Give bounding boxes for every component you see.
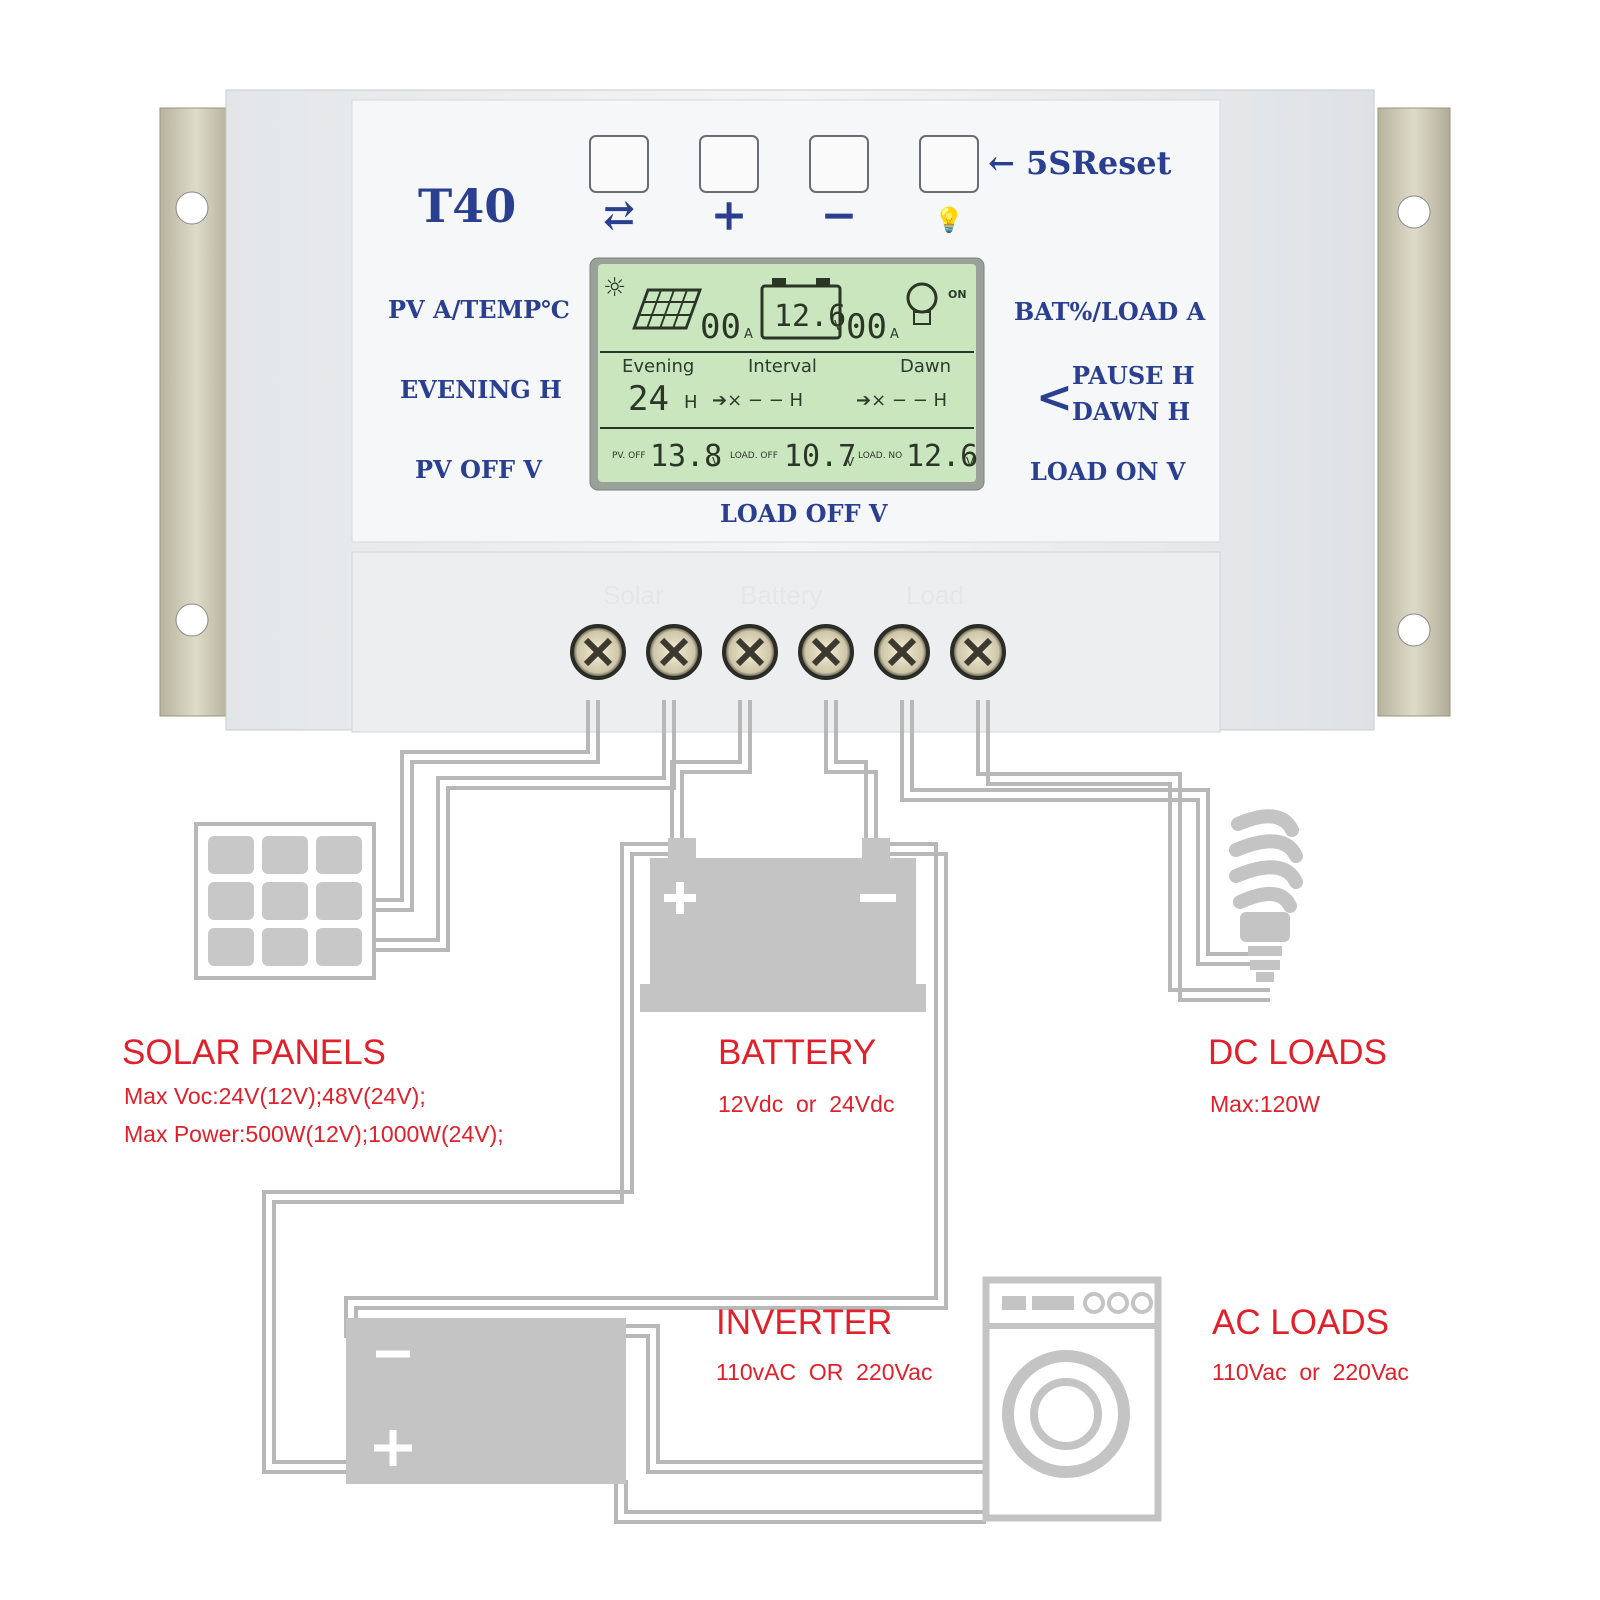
charge-controller: T40 ⇄ + − 💡 ← 5SReset PV A/TEMP℃ EVENING… — [159, 89, 1451, 733]
inverter-to-ac-bottom-inner — [614, 1480, 986, 1524]
washing-machine-illustration — [982, 1276, 1162, 1522]
lcd-display: ☼ 00 A 12.6 V 00 A ON Evening Interv — [589, 257, 985, 491]
battery-illustration — [640, 838, 926, 1012]
plus-button[interactable] — [699, 135, 759, 193]
battery-wire-negative-inner — [834, 700, 868, 844]
load-on-unit: V — [966, 455, 975, 469]
terminal-label-solar: Solar — [603, 580, 664, 610]
dc-loads-spec: Max:120W — [1210, 1091, 1320, 1117]
evening-h-label: EVENING H — [400, 375, 562, 404]
solar-panels-spec-power: Max Power:500W(12V);1000W(24V); — [124, 1121, 504, 1147]
minus-icon: − — [821, 190, 858, 241]
battery-title: BATTERY — [718, 1033, 876, 1072]
battery-wire-positive-inner — [670, 700, 742, 844]
model-label: T40 — [418, 179, 516, 233]
mode-button[interactable] — [589, 135, 649, 193]
pv-current-unit: A — [744, 327, 753, 342]
evening-hours-value: 24 — [628, 379, 669, 419]
battery-to-inverter-positive-inner — [262, 852, 680, 1474]
lcd-header-dawn: Dawn — [900, 356, 951, 377]
ac-loads-spec: 110Vac or 220Vac — [1212, 1359, 1409, 1385]
load-off-value: 10.7 — [784, 439, 856, 474]
inverter-title: INVERTER — [716, 1303, 892, 1342]
terminal-screws — [570, 624, 1006, 680]
terminal-label-load: Load — [906, 580, 964, 610]
inverter-spec: 110vAC OR 220Vac — [716, 1359, 932, 1385]
solar-panels-title: SOLAR PANELS — [122, 1033, 386, 1072]
evening-hours-unit: H — [684, 392, 698, 413]
dawn-value: ➔× − − H — [856, 390, 947, 411]
solar-panels-spec-voc: Max Voc:24V(12V);48V(24V); — [124, 1083, 426, 1109]
dawn-h-label: DAWN H — [1072, 397, 1190, 426]
cfl-bulb-illustration — [1229, 809, 1303, 982]
bat-load-a-label: BAT%/LOAD A — [1014, 297, 1206, 326]
solar-wire-negative — [370, 700, 676, 952]
ac-loads-title: AC LOADS — [1212, 1303, 1389, 1342]
solar-wire-positive — [370, 700, 600, 912]
inverter-to-ac-bottom — [624, 1480, 986, 1514]
battery-wire-negative — [824, 700, 878, 844]
load-current-value: 00 — [846, 307, 887, 347]
terminal-battery-negative[interactable] — [798, 624, 854, 680]
load-off-lcd-label: LOAD. OFF — [730, 451, 778, 461]
mode-switch-icon: ⇄ — [603, 192, 635, 237]
load-wire-positive-inner — [910, 700, 1258, 956]
minus-button[interactable] — [809, 135, 869, 193]
pause-h-label: PAUSE H — [1072, 361, 1195, 390]
mount-hole-bottom-right — [1397, 613, 1431, 647]
pv-off-unit: V — [712, 455, 721, 469]
solar-panel-illustration — [194, 822, 376, 980]
terminal-battery-positive[interactable] — [722, 624, 778, 680]
on-indicator: ON — [948, 288, 967, 301]
load-wire-negative — [976, 700, 1270, 1002]
load-off-unit: V — [846, 455, 855, 469]
terminal-label-battery: Battery — [740, 580, 822, 610]
battery-lcd-icon — [760, 284, 842, 340]
lcd-header-interval: Interval — [748, 356, 817, 377]
load-wire-negative-inner — [986, 700, 1270, 992]
terminal-solar-negative[interactable] — [646, 624, 702, 680]
dc-loads-title: DC LOADS — [1208, 1033, 1387, 1072]
battery-voltage-unit: V — [834, 319, 843, 334]
terminal-load-negative[interactable] — [950, 624, 1006, 680]
battery-voltage-value: 12.6 — [774, 299, 846, 334]
mount-hole-top-left — [175, 191, 209, 225]
battery-to-inverter-negative — [344, 842, 938, 1338]
battery-wire-positive — [680, 700, 752, 844]
light-button[interactable] — [919, 135, 979, 193]
plus-icon: + — [711, 190, 748, 241]
pv-a-temp-label: PV A/TEMP℃ — [388, 295, 570, 324]
load-on-v-label: LOAD ON V — [1030, 457, 1186, 486]
load-off-v-label: LOAD OFF V — [720, 499, 888, 528]
load-on-value: 12.6 — [906, 439, 978, 474]
sun-icon: ☼ — [603, 273, 626, 303]
reset-hint: ← 5SReset — [988, 144, 1172, 182]
load-wire-positive — [900, 700, 1258, 966]
bulb-icon: 💡 — [934, 205, 964, 234]
solar-wire-positive-inner — [370, 700, 590, 902]
load-current-unit: A — [890, 327, 899, 342]
pv-off-value: 13.8 — [650, 439, 722, 474]
terminal-load-positive[interactable] — [874, 624, 930, 680]
mount-hole-top-right — [1397, 195, 1431, 229]
pv-current-value: 00 — [700, 307, 741, 347]
inverter-illustration — [346, 1318, 626, 1484]
battery-spec: 12Vdc or 24Vdc — [718, 1091, 894, 1117]
angle-bracket-icon: < — [1036, 372, 1073, 423]
mount-hole-bottom-left — [175, 603, 209, 637]
solar-wire-negative-inner — [370, 700, 666, 942]
terminal-solar-positive[interactable] — [570, 624, 626, 680]
pv-off-v-label: PV OFF V — [415, 455, 542, 484]
interval-value: ➔× − − H — [712, 390, 803, 411]
inverter-to-ac-top-inner — [626, 1334, 986, 1474]
pv-off-lcd-label: PV. OFF — [612, 451, 646, 461]
inverter-to-ac-top — [626, 1324, 986, 1464]
terminal-panel — [351, 551, 1221, 733]
solar-panel-lcd-icon — [632, 288, 703, 330]
battery-to-inverter-positive — [272, 842, 680, 1464]
load-on-lcd-label: LOAD. NO — [858, 451, 902, 461]
lcd-header-evening: Evening — [622, 356, 694, 377]
